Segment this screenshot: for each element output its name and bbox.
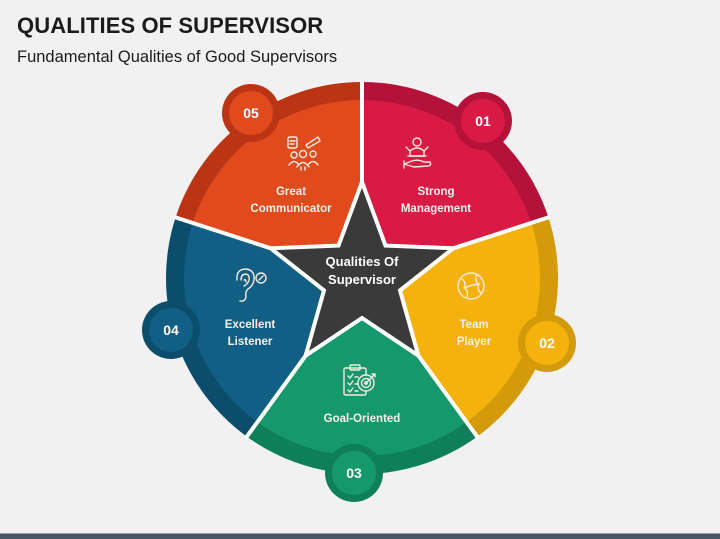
badge-03-number: 03 (346, 465, 362, 481)
page-title: QUALITIES OF SUPERVISOR (17, 13, 324, 38)
segment-03-label-line1: Goal-Oriented (324, 413, 401, 425)
segment-04-label-line2: Listener (228, 336, 273, 348)
communication-people-icon (287, 136, 321, 171)
badge-01: 01 (454, 92, 512, 150)
management-hands-icon (403, 137, 432, 169)
segment-05 (175, 81, 362, 249)
badge-04-number: 04 (163, 322, 179, 338)
center-title-line2: Supervisor (328, 272, 396, 287)
segment-01-label-line1: Strong (417, 186, 454, 198)
badge-01-number: 01 (475, 113, 491, 129)
segment-01-label-line2: Management (401, 203, 471, 215)
ear-icon (236, 268, 267, 302)
page-subtitle: Fundamental Qualities of Good Supervisor… (17, 48, 338, 66)
segment-05-label-line1: Great (276, 186, 306, 198)
clipboard-target-icon (343, 364, 376, 396)
badge-02: 02 (518, 314, 576, 372)
segment-02-label-line1: Team (459, 319, 488, 331)
bottom-bar (0, 533, 720, 539)
badge-05-number: 05 (243, 105, 259, 121)
badge-03: 03 (325, 444, 383, 502)
segment-04-label-line1: Excellent (225, 319, 276, 331)
badge-04: 04 (142, 301, 200, 359)
badge-02-number: 02 (539, 335, 555, 351)
segment-05-label-line2: Communicator (250, 203, 332, 215)
puzzle-globe-icon (457, 272, 485, 300)
segment-01 (362, 82, 549, 249)
badge-05: 05 (222, 84, 280, 142)
segment-dividers (173, 80, 551, 440)
center-title-line1: Qualities Of (326, 254, 400, 269)
center-star (265, 176, 459, 361)
segment-02-label-line2: Player (457, 336, 492, 348)
